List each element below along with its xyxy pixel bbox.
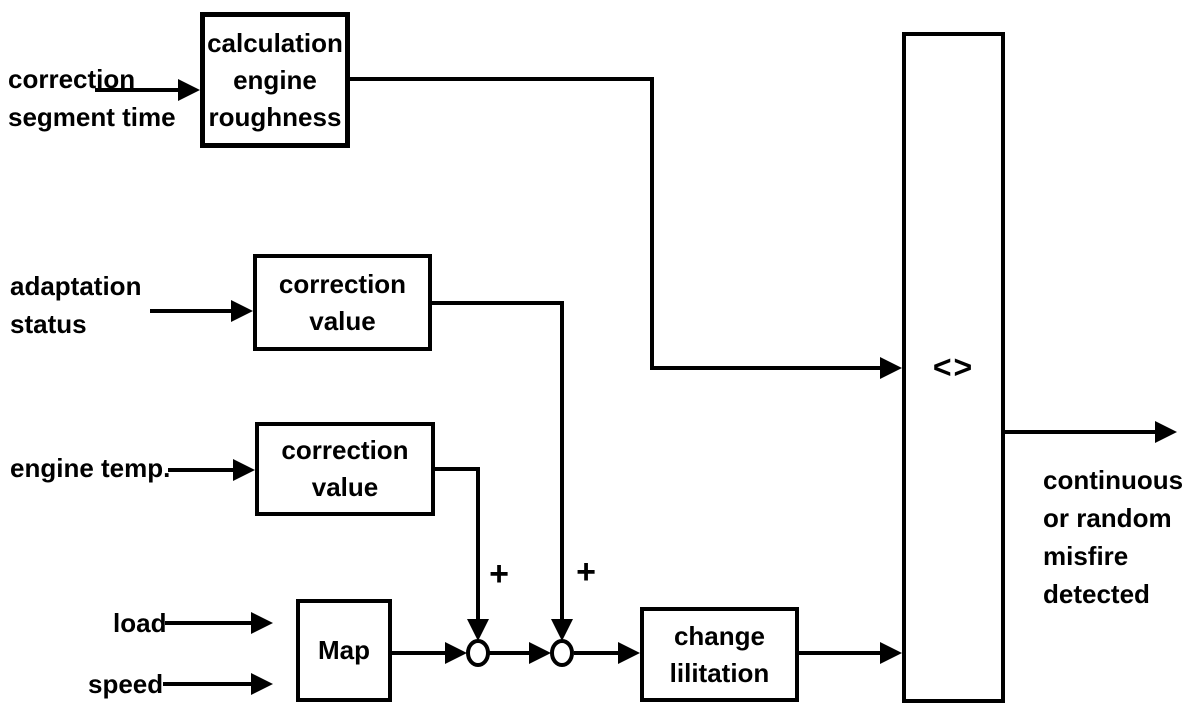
block-correction-value-upper: correction value — [253, 254, 432, 351]
block-change-limitation: change lilitation — [640, 607, 799, 702]
arrow-change-to-comparator — [799, 642, 902, 664]
block-map: Map — [296, 599, 392, 702]
arrow-speed — [163, 673, 273, 695]
input-label-speed: speed — [88, 669, 164, 699]
sum-junction-2 — [550, 639, 574, 667]
arrow-correction1-to-sum2 — [432, 301, 573, 641]
arrow-adaptation-status — [150, 300, 253, 322]
arrow-correction-segment-time — [95, 79, 200, 101]
arrow-correction2-to-sum1 — [435, 467, 489, 641]
block-correction-value-lower: correction value — [255, 422, 435, 516]
input-label-adaptation-status: adaptation status — [10, 271, 142, 339]
arrow-comparator-output — [1005, 421, 1177, 443]
arrow-sum1-to-sum2 — [489, 642, 551, 664]
plus-sign-1: + — [489, 555, 509, 593]
arrow-roughness-to-comparator — [350, 77, 902, 379]
block-comparator: <> — [902, 32, 1005, 703]
arrow-map-to-sum1 — [392, 642, 467, 664]
input-label-engine-temp: engine temp. — [10, 453, 171, 483]
arrow-load — [165, 612, 273, 634]
input-label-correction-segment-time: correction segment time — [8, 64, 176, 132]
arrow-sum2-to-change — [574, 642, 640, 664]
arrow-engine-temp — [168, 459, 255, 481]
plus-sign-2: + — [576, 553, 596, 591]
output-label-misfire-detected: continuous or random misfire detected — [1043, 465, 1184, 609]
sum-junction-1 — [466, 639, 490, 667]
input-label-load: load — [113, 608, 167, 638]
block-calculation-engine-roughness: calculation engine roughness — [200, 12, 350, 148]
